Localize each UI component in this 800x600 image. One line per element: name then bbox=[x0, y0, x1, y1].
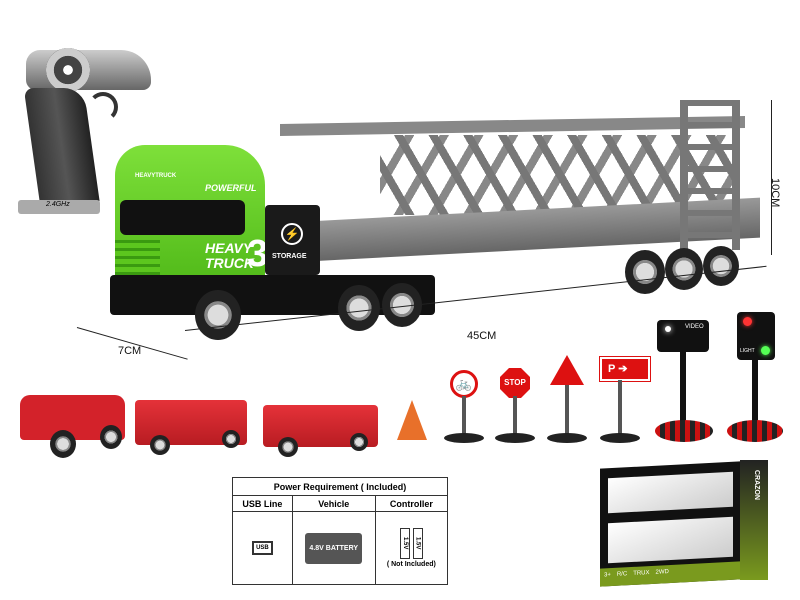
truck-brand-small: HEAVYTRUCK bbox=[135, 173, 177, 179]
trailer-wheel bbox=[665, 248, 703, 290]
truck-slogan: POWERFUL bbox=[205, 183, 257, 193]
column-header: USB Line bbox=[232, 495, 293, 512]
no-bicycle-sign: 🚲 bbox=[450, 370, 478, 398]
roundabout-sign bbox=[550, 355, 584, 385]
box-badge: 2WD bbox=[655, 569, 669, 576]
toy-wheel bbox=[100, 425, 122, 449]
box-badge: 3+ bbox=[604, 572, 611, 579]
storage-label: STORAGE bbox=[272, 253, 307, 260]
box-side: CRAZON bbox=[740, 460, 768, 580]
battery-cell: 4.8V BATTERY bbox=[291, 511, 376, 585]
box-brand: CRAZON bbox=[753, 470, 760, 500]
column-header: Controller bbox=[374, 495, 449, 512]
storage-box: ⚡ STORAGE bbox=[265, 205, 320, 275]
truck-name-line2: TRUCK bbox=[205, 255, 254, 271]
truck-wheel bbox=[195, 290, 241, 340]
traffic-cone bbox=[397, 400, 427, 440]
trailer-wheel bbox=[703, 246, 739, 286]
toy-wheel bbox=[50, 430, 76, 458]
battery-icon: 4.8V BATTERY bbox=[305, 532, 363, 564]
video-sign-label: VIDEO bbox=[685, 324, 704, 330]
rc-controller: 2.4GHz bbox=[18, 40, 153, 215]
usb-cable-cell: USB bbox=[232, 511, 293, 585]
product-box: 3+ R/C TRUX 2WD bbox=[600, 461, 740, 587]
toy-wheel bbox=[278, 437, 298, 457]
truck-wheel bbox=[338, 285, 380, 331]
usb-cable-icon: USB bbox=[252, 541, 273, 555]
traffic-light: LIGHT bbox=[737, 312, 775, 360]
truck-name-line1: HEAVY bbox=[205, 240, 253, 256]
frequency-label: 2.4GHz bbox=[46, 201, 70, 208]
stop-sign: STOP bbox=[500, 368, 530, 398]
height-label: 10CM bbox=[769, 178, 781, 208]
trailer bbox=[280, 100, 760, 290]
power-table-title: Power Requirement ( Included) bbox=[232, 477, 448, 496]
toy-wheel bbox=[150, 435, 170, 455]
column-header: Vehicle bbox=[291, 495, 376, 512]
width-label: 7CM bbox=[118, 345, 142, 357]
parking-arrow-sign: P ➔ bbox=[599, 356, 651, 382]
height-dimension-line bbox=[771, 100, 772, 255]
box-badge: R/C bbox=[616, 571, 628, 578]
truck-number: 3 bbox=[247, 233, 269, 275]
video-sign: VIDEO bbox=[657, 320, 709, 352]
box-badge: TRUX bbox=[633, 570, 650, 577]
length-label: 45CM bbox=[467, 330, 497, 342]
lightning-icon: ⚡ bbox=[281, 223, 303, 245]
traffic-light-label: LIGHT bbox=[740, 348, 755, 354]
trailer-wheel bbox=[625, 250, 665, 294]
red-light-icon bbox=[743, 317, 752, 326]
toy-wheel bbox=[222, 430, 240, 448]
aa-battery-icon: 1.5V bbox=[400, 528, 411, 559]
green-light-icon bbox=[761, 346, 770, 355]
controller-battery-cell: 1.5V 1.5V ( Not Included) bbox=[374, 511, 449, 585]
steering-wheel-icon bbox=[46, 48, 90, 92]
toy-wheel bbox=[350, 433, 368, 451]
aa-battery-icon: 1.5V bbox=[412, 528, 423, 559]
controller-note: ( Not Included) bbox=[386, 560, 436, 568]
